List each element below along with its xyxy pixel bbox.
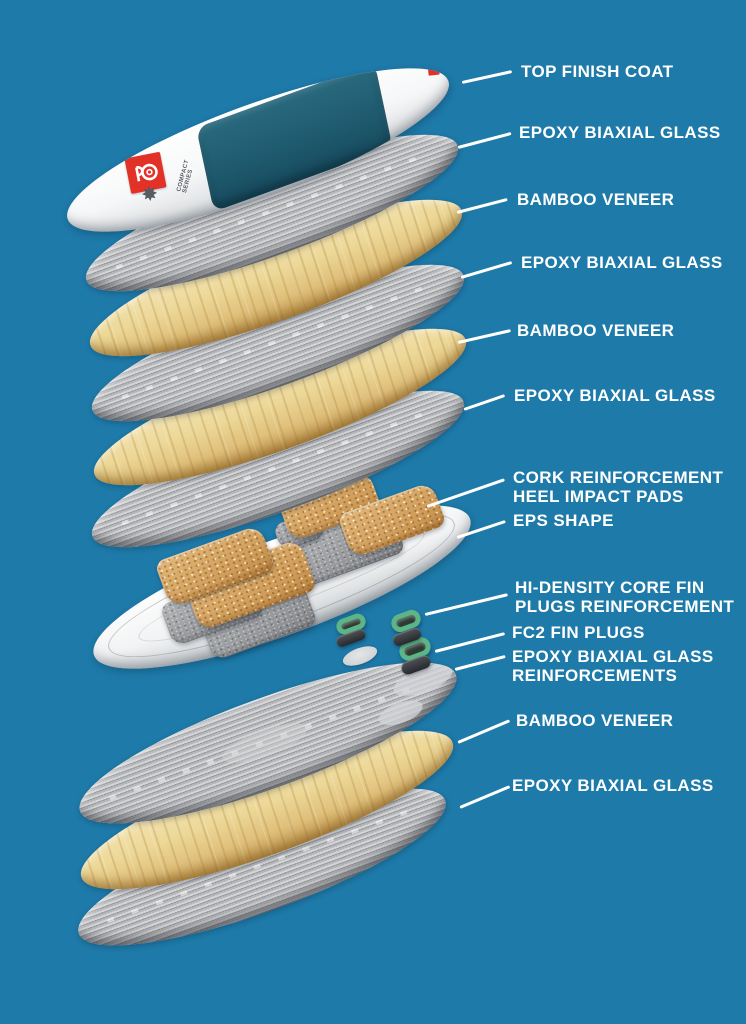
label-text: REINFORCEMENTS [512,666,678,685]
layer-top-finish-coat: ✸ COMPACT SERIES [51,37,465,263]
label-fc2-fin-plugs: FC2 FIN PLUGS [512,623,645,642]
label-text: EPS SHAPE [513,511,614,530]
fin-area-reinforcement-patch [217,715,312,771]
label-text: FC2 FIN PLUGS [512,623,645,642]
label-text: HI-DENSITY CORE FIN [515,578,705,597]
label-top-finish-coat: TOP FINISH COAT [521,62,673,81]
label-text: BAMBOO VENEER [516,711,674,730]
leader-line-epoxy-glass-1 [457,132,512,149]
nose-logo-mark-icon [428,67,440,77]
label-bamboo-veneer-3: BAMBOO VENEER [516,711,673,730]
label-text: EPOXY BIAXIAL GLASS [512,776,714,795]
leader-line-glass-reinforcements [454,654,506,671]
brand-logo-glyph [134,163,158,182]
label-text: EPOXY BIAXIAL GLASS [512,647,714,666]
label-text: PLUGS REINFORCEMENT [515,597,735,616]
label-epoxy-glass-3: EPOXY BIAXIAL GLASS [514,386,716,405]
label-hi-density-core: HI-DENSITY CORE FIN PLUGS REINFORCEMENT [515,578,734,616]
label-glass-reinforcements: EPOXY BIAXIAL GLASS REINFORCEMENTS [512,647,714,685]
leader-line-hi-density-core [424,593,509,616]
compact-series-emblem-icon: ✸ [140,183,160,207]
label-text: HEEL IMPACT PADS [513,487,684,506]
leader-line-fc2-fin-plugs [434,632,506,653]
label-cork-reinforcement: CORK REINFORCEMENT HEEL IMPACT PADS [513,468,723,506]
fin-area-reinforcement-patch [375,695,426,731]
series-label: COMPACT SERIES [176,158,195,194]
label-text: BAMBOO VENEER [517,321,675,340]
label-text: CORK REINFORCEMENT [513,468,724,487]
label-bamboo-veneer-1: BAMBOO VENEER [517,190,674,209]
leader-line-bamboo-2 [457,329,511,344]
leader-line-epoxy-glass-3 [463,394,506,411]
label-text: BAMBOO VENEER [517,190,675,209]
label-text: EPOXY BIAXIAL GLASS [521,253,723,272]
label-epoxy-glass-bottom: EPOXY BIAXIAL GLASS [512,776,714,795]
glass-reinforcement-patch [340,642,380,670]
label-bamboo-veneer-2: BAMBOO VENEER [517,321,674,340]
leader-line-epoxy-glass-bottom [459,785,511,809]
brand-logo-icon [124,151,167,195]
label-epoxy-glass-1: EPOXY BIAXIAL GLASS [519,123,721,142]
leader-line-epoxy-glass-2 [460,261,513,279]
label-eps-shape: EPS SHAPE [513,511,614,530]
leader-line-bamboo-3 [457,719,511,744]
leader-line-bamboo-1 [456,197,508,214]
label-epoxy-glass-2: EPOXY BIAXIAL GLASS [521,253,723,272]
leader-line-cork-reinforcement [426,478,505,508]
label-text: TOP FINISH COAT [521,62,674,81]
leader-line-top-finish-coat [461,70,513,84]
label-text: EPOXY BIAXIAL GLASS [519,123,721,142]
label-text: EPOXY BIAXIAL GLASS [514,386,716,405]
